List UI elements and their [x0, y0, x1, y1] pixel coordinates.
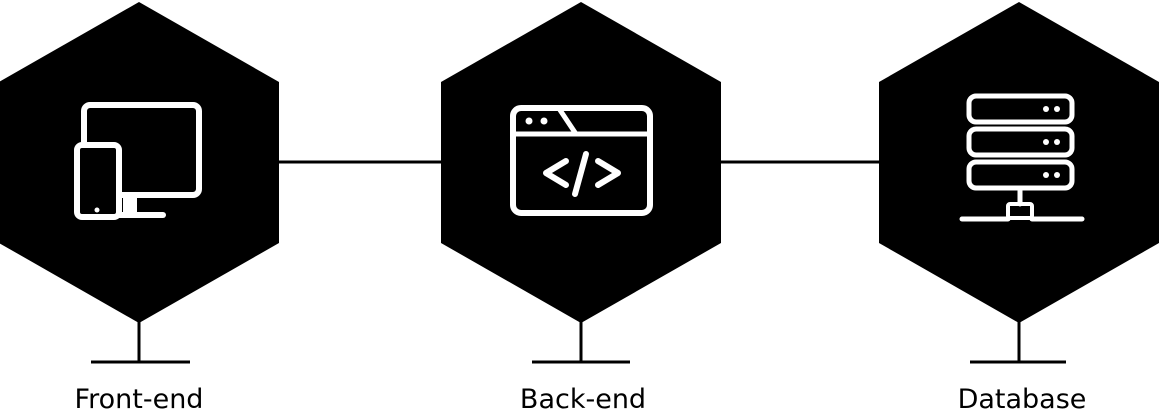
hexagon-frontend — [0, 2, 279, 323]
node-label-database: Database — [957, 384, 1087, 415]
node-label-backend: Back-end — [519, 384, 647, 415]
node-database — [879, 2, 1159, 364]
code-window-icon — [510, 105, 653, 216]
node-backend — [441, 2, 721, 364]
node-label-frontend: Front-end — [74, 384, 204, 415]
node-frontend — [0, 2, 279, 364]
devices-icon — [74, 102, 202, 220]
server-network-icon — [959, 93, 1085, 222]
